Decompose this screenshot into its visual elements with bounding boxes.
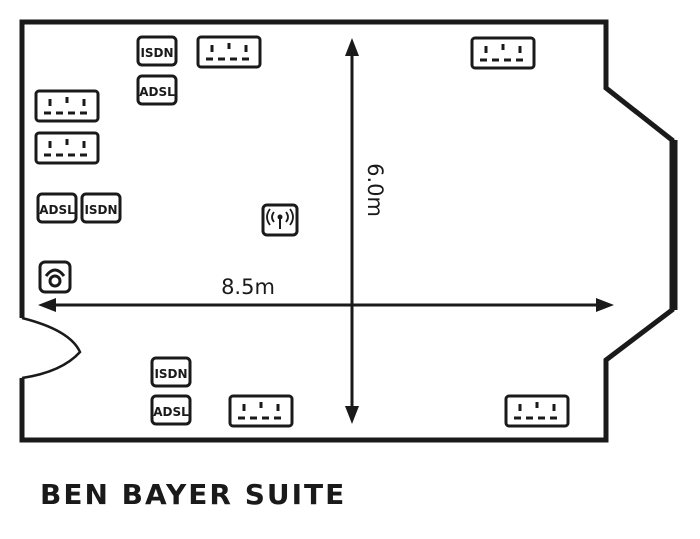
svg-text:ISDN: ISDN — [154, 367, 187, 381]
width-label: 8.5m — [221, 275, 275, 299]
isdn-point: ISDN — [80, 192, 122, 224]
depth-dimension-arrow — [345, 38, 359, 424]
door-swing — [21, 316, 82, 380]
power-socket-icon — [228, 394, 294, 428]
power-socket-icon — [504, 394, 570, 428]
room-outline — [19, 19, 675, 443]
power-socket-icon — [470, 36, 536, 70]
isdn-point: ISDN — [150, 356, 192, 388]
adsl-point: ADSL — [150, 394, 192, 426]
power-socket-icon — [34, 131, 100, 165]
power-socket-icon — [34, 89, 100, 123]
width-dimension-arrow — [38, 298, 614, 312]
depth-label: 6.0m — [363, 163, 387, 217]
room-title: BEN BAYER SUITE — [40, 478, 347, 511]
telephone-icon — [38, 260, 72, 294]
svg-text:ISDN: ISDN — [84, 203, 117, 217]
power-socket-icon — [196, 35, 262, 69]
svg-text:ADSL: ADSL — [153, 405, 189, 419]
floor-plan: 8.5m 6.0m ISDN ADSL ADSL ISDN — [19, 19, 678, 443]
isdn-point: ISDN — [136, 35, 178, 67]
wifi-icon — [261, 203, 299, 237]
adsl-point: ADSL — [36, 192, 78, 224]
svg-text:ADSL: ADSL — [139, 85, 175, 99]
adsl-point: ADSL — [136, 74, 178, 106]
svg-text:ISDN: ISDN — [140, 46, 173, 60]
svg-text:ADSL: ADSL — [39, 203, 75, 217]
